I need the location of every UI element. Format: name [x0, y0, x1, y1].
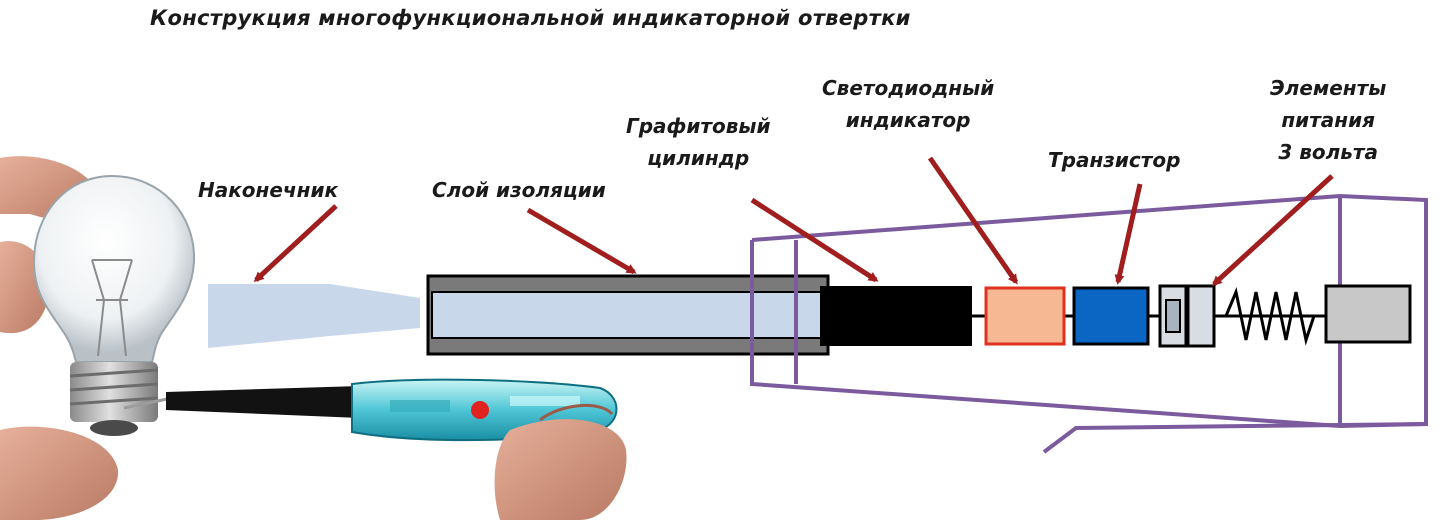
label-battery: Элементы питания 3 вольта — [1270, 76, 1387, 164]
hand-thumb — [0, 426, 119, 520]
label-transistor: Транзистор — [1048, 148, 1181, 172]
bulb-photo — [0, 156, 196, 520]
bulb-filament — [91, 259, 133, 357]
led-indicator — [984, 286, 1066, 346]
arrow-battery — [1211, 174, 1334, 287]
screwdriver-photo — [123, 378, 627, 520]
diagram-title: Конструкция многофункциональной индикато… — [150, 6, 911, 30]
spring — [1214, 286, 1326, 346]
label-led: Светодиодный индикатор — [822, 76, 995, 132]
battery-cell-2 — [1186, 284, 1216, 348]
arrow-transistor — [1114, 183, 1143, 285]
arrow-insulation — [526, 207, 637, 275]
end-cap — [1324, 284, 1412, 344]
battery-cell-1 — [1158, 284, 1188, 348]
schematic — [208, 193, 1428, 454]
arrow-led — [927, 156, 1019, 285]
label-insulation: Слой изоляции — [432, 178, 606, 202]
arrow-tip — [253, 204, 338, 283]
graphite-cylinder — [820, 286, 972, 346]
screwdriver-black-sleeve — [166, 386, 369, 418]
screwdriver-led-dot — [471, 401, 489, 419]
housing-clip — [1042, 422, 1427, 454]
arrows — [253, 156, 1334, 287]
arrow-graphite — [750, 197, 879, 283]
label-graphite: Графитовый цилиндр — [626, 114, 771, 170]
hand-right — [494, 419, 627, 520]
transistor — [1072, 286, 1150, 346]
label-tip: Наконечник — [198, 178, 339, 202]
tip-shape — [208, 284, 420, 348]
insulation-core — [431, 291, 825, 339]
light-bulb-icon — [32, 174, 196, 363]
